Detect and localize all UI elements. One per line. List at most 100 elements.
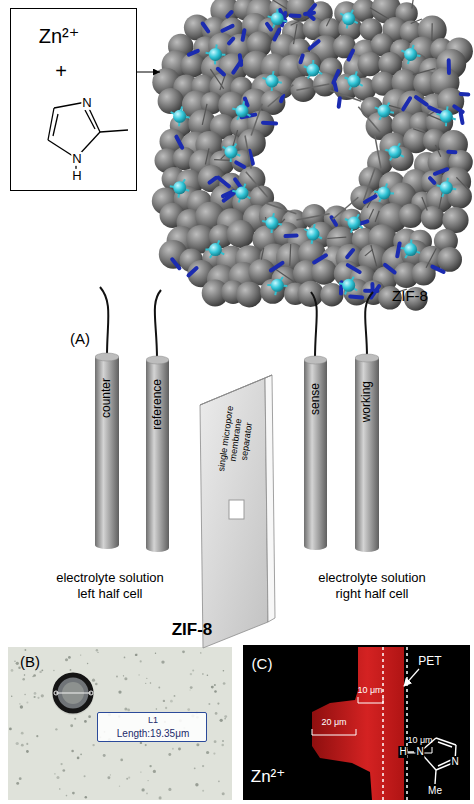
membrane-separator: single micropore membrane separator bbox=[196, 372, 278, 654]
noise-speck bbox=[194, 767, 196, 769]
noise-speck bbox=[222, 792, 225, 795]
noise-speck bbox=[196, 743, 199, 746]
noise-speck bbox=[223, 670, 225, 672]
bond-stick bbox=[272, 0, 286, 9]
noise-speck bbox=[128, 777, 130, 779]
zinc-atom bbox=[348, 217, 361, 230]
material-label: ZIF-8 bbox=[172, 620, 213, 640]
bond-stick bbox=[296, 84, 329, 90]
noise-speck bbox=[220, 719, 223, 722]
bond-stick bbox=[330, 90, 362, 101]
zinc-atom bbox=[173, 110, 186, 123]
zinc-atom bbox=[404, 48, 417, 61]
panel-letter: (C) bbox=[252, 655, 273, 673]
electrode-name: sense bbox=[309, 383, 322, 415]
zinc-atom bbox=[378, 105, 391, 118]
noise-speck bbox=[26, 743, 28, 745]
electrode-name: reference bbox=[151, 379, 164, 430]
noise-speck bbox=[145, 744, 147, 746]
noise-speck bbox=[124, 708, 127, 711]
noise-speck bbox=[158, 687, 160, 689]
zinc-atom bbox=[389, 146, 402, 159]
electrode-body bbox=[146, 360, 169, 548]
nitrogen-atom bbox=[222, 26, 232, 31]
nitrogen-atom bbox=[218, 69, 224, 75]
bond-stick bbox=[422, 197, 427, 211]
carbon-sphere bbox=[298, 281, 324, 307]
noise-speck bbox=[195, 783, 198, 786]
noise-speck bbox=[207, 674, 209, 676]
noise-speck bbox=[16, 742, 19, 745]
fluorescence-panel bbox=[312, 697, 432, 753]
measurement-id: L1 bbox=[148, 716, 158, 726]
double-bond bbox=[85, 110, 95, 129]
bond-stick bbox=[411, 19, 422, 24]
bond-stick bbox=[289, 244, 291, 266]
zinc-atom bbox=[342, 12, 355, 25]
noise-speck bbox=[14, 660, 16, 662]
electrode-wire bbox=[311, 292, 317, 359]
noise-speck bbox=[161, 660, 164, 663]
bond-stick bbox=[436, 145, 441, 157]
sense-electrode: sense bbox=[304, 355, 327, 551]
bond-stick bbox=[291, 16, 311, 26]
atom-label: H bbox=[398, 746, 407, 758]
bond-stick bbox=[439, 191, 443, 209]
fluorescence-panel bbox=[408, 738, 456, 784]
noise-speck bbox=[66, 795, 68, 797]
micrograph-panel bbox=[8, 647, 232, 800]
noise-speck bbox=[140, 771, 141, 772]
noise-speck bbox=[70, 669, 72, 671]
nitrogen-atom bbox=[314, 255, 326, 262]
noise-speck bbox=[135, 654, 137, 656]
noise-speck bbox=[182, 650, 185, 653]
nitrogen-atom bbox=[310, 41, 319, 48]
electrode-end bbox=[95, 353, 119, 361]
noise-speck bbox=[214, 740, 217, 743]
noise-speck bbox=[170, 700, 173, 703]
electrode-end bbox=[146, 356, 169, 364]
noise-speck bbox=[156, 708, 157, 709]
carbon-sphere bbox=[227, 220, 255, 248]
noise-speck bbox=[163, 700, 165, 702]
fluorescence-panel bbox=[358, 697, 383, 703]
plus-sign: + bbox=[55, 60, 67, 82]
fluorescence-panel bbox=[438, 760, 451, 766]
noise-speck bbox=[214, 684, 216, 686]
noise-speck bbox=[215, 712, 218, 715]
membrane-slab bbox=[196, 372, 278, 654]
nitrogen-atom bbox=[281, 95, 283, 101]
carbon-sphere bbox=[437, 247, 462, 272]
panel-letter: (B) bbox=[20, 653, 40, 671]
nitrogen-atom bbox=[210, 178, 217, 183]
noise-speck bbox=[206, 751, 209, 754]
carbon-sphere bbox=[421, 206, 445, 230]
noise-speck bbox=[87, 663, 88, 664]
noise-speck bbox=[35, 670, 36, 671]
noise-speck bbox=[149, 765, 151, 767]
noise-speck bbox=[138, 674, 139, 675]
nitrogen-atom bbox=[227, 12, 231, 16]
nitrogen-atom bbox=[348, 265, 360, 272]
noise-speck bbox=[9, 727, 12, 730]
noise-speck bbox=[19, 777, 22, 780]
electrode-end bbox=[146, 544, 169, 552]
noise-speck bbox=[168, 753, 171, 756]
noise-speck bbox=[21, 744, 24, 747]
zinc-atom bbox=[440, 110, 453, 123]
nitrogen-atom bbox=[454, 106, 462, 112]
fluorescence-panel bbox=[404, 669, 419, 686]
atom-label: N bbox=[81, 96, 92, 110]
nitrogen-atom bbox=[403, 98, 410, 109]
nitrogen-atom bbox=[339, 98, 340, 107]
bond-stick bbox=[456, 177, 468, 190]
atom-label: N bbox=[450, 756, 459, 768]
nitrogen-atom bbox=[243, 30, 245, 40]
noise-speck bbox=[202, 790, 204, 792]
zinc-atom bbox=[173, 181, 186, 194]
nitrogen-atom bbox=[229, 39, 233, 44]
working-electrode: working bbox=[355, 353, 379, 553]
noise-speck bbox=[155, 653, 156, 654]
zinc-atom bbox=[307, 228, 320, 241]
